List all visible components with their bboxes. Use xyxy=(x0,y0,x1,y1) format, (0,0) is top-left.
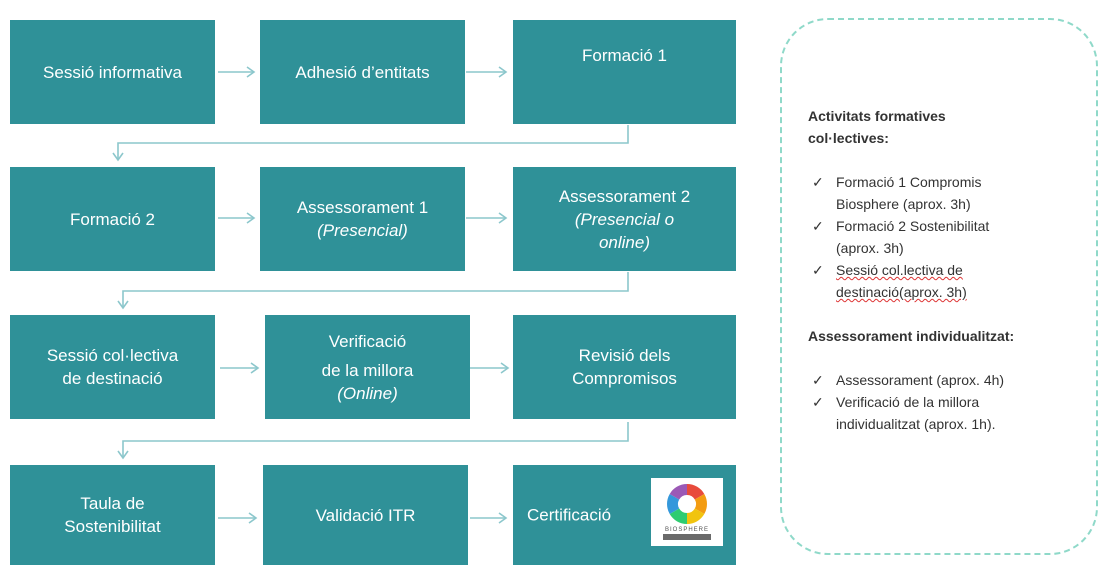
step-sessio-collectiva: Sessió col·lectiva de destinació xyxy=(10,315,215,419)
step-modality: online) xyxy=(598,232,651,252)
step-label: Compromisos xyxy=(572,369,677,388)
step-label: Validació ITR xyxy=(315,505,416,525)
step-assessorament-2: Assessorament 2 (Presencial o online) xyxy=(513,167,736,271)
biosphere-logo-band xyxy=(663,534,711,540)
step-label: Formació 1 xyxy=(581,46,668,65)
check-icon: ✓ xyxy=(812,218,824,234)
item-text: Formació 1 Compromis xyxy=(836,174,982,190)
step-formacio-2: Formació 2 xyxy=(10,167,215,271)
step-modality: (Online) xyxy=(337,383,398,403)
biosphere-logo-icon xyxy=(667,484,707,524)
step-label: Sostenibilitat xyxy=(64,517,161,536)
step-label: Revisió dels xyxy=(578,346,671,365)
step-validacio-itr: Validació ITR xyxy=(263,465,468,565)
step-label: de destinació xyxy=(62,369,163,388)
biosphere-logo-text: BIOSPHERE xyxy=(664,527,709,533)
step-label: Adhesió d’entitats xyxy=(295,62,430,82)
check-icon: ✓ xyxy=(812,372,824,388)
step-label: Assessorament 2 xyxy=(558,186,691,206)
step-adhesio-entitats: Adhesió d’entitats xyxy=(260,20,465,124)
list-assessorament: ✓ Assessorament (aprox. 4h) ✓ Verificaci… xyxy=(808,369,1098,435)
step-sessio-informativa: Sessió informativa xyxy=(10,20,215,124)
item-text: Formació 2 Sostenibilitat xyxy=(836,218,990,234)
item-text: Verificació de la millora xyxy=(836,394,980,410)
item-text: Biosphere (aprox. 3h) xyxy=(836,196,971,212)
list-item: ✓ Formació 2 Sostenibilitat (aprox. 3h) xyxy=(808,215,1098,259)
heading-activitats-cont: col·lectives: xyxy=(808,130,889,146)
check-icon: ✓ xyxy=(812,262,824,278)
step-modality: (Presencial o xyxy=(574,209,675,229)
step-label: de la millora xyxy=(321,360,414,380)
item-text: (aprox. 3h) xyxy=(836,240,904,256)
step-modality: (Presencial) xyxy=(317,221,408,240)
step-label: Sessió col·lectiva xyxy=(46,346,179,365)
step-label: Sessió informativa xyxy=(43,62,182,82)
list-item: ✓ Sessió col.lectiva de destinació(aprox… xyxy=(808,259,1098,303)
side-panel: Activitats formatives col·lectives: ✓ Fo… xyxy=(808,105,1098,435)
heading-assessorament: Assessorament individualitzat: xyxy=(808,328,1015,344)
check-icon: ✓ xyxy=(812,394,824,410)
list-activitats: ✓ Formació 1 Compromis Biosphere (aprox.… xyxy=(808,171,1098,303)
step-label: Certificació xyxy=(527,505,612,525)
heading-activitats: Activitats formatives xyxy=(808,108,946,124)
item-text: destinació(aprox. 3h) xyxy=(836,284,967,300)
list-item: ✓ Assessorament (aprox. 4h) xyxy=(808,369,1098,391)
item-text: individualitzat (aprox. 1h). xyxy=(836,416,996,432)
side-panel-border xyxy=(780,18,1098,555)
step-verificacio-millora: Verificació de la millora (Online) xyxy=(265,315,470,419)
step-label: Formació 2 xyxy=(69,209,156,229)
step-revisio-compromisos: Revisió dels Compromisos xyxy=(513,315,736,419)
check-icon: ✓ xyxy=(812,174,824,190)
step-label: Taula de xyxy=(80,494,145,513)
step-assessorament-1: Assessorament 1 (Presencial) xyxy=(260,167,465,271)
step-label: Verificació xyxy=(328,331,407,351)
list-item: ✓ Formació 1 Compromis Biosphere (aprox.… xyxy=(808,171,1098,215)
list-item: ✓ Verificació de la millora individualit… xyxy=(808,391,1098,435)
flow-connectors xyxy=(112,66,629,524)
item-text: Assessorament (aprox. 4h) xyxy=(836,372,1005,388)
step-label: Assessorament 1 xyxy=(296,198,429,217)
biosphere-logo: BIOSPHERE xyxy=(651,478,723,546)
item-text: Sessió col.lectiva de xyxy=(836,262,963,278)
step-formacio-1: Formació 1 xyxy=(513,20,736,124)
step-taula-sostenibilitat: Taula de Sostenibilitat xyxy=(10,465,215,565)
